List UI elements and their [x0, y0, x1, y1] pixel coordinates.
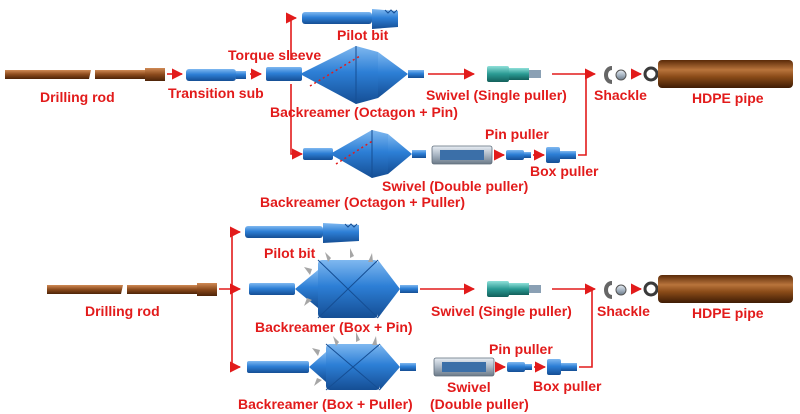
- shackle-top: [604, 66, 627, 84]
- label-pilot-bit-top: Pilot bit: [337, 27, 389, 43]
- backreamer-box-puller: [247, 332, 416, 391]
- label-box-puller-top: Box puller: [530, 163, 599, 179]
- label-drilling-rod-bottom: Drilling rod: [85, 303, 160, 319]
- bottom-section: [47, 223, 793, 391]
- label-swivel-single-top: Swivel (Single puller): [426, 87, 567, 103]
- swivel-single-puller-top: [487, 66, 541, 82]
- transition-sub: [186, 69, 246, 81]
- backreamer-box-pin: [249, 248, 418, 319]
- drilling-rod-top: [5, 68, 165, 81]
- label-swivel-single-bottom: Swivel (Single puller): [431, 303, 572, 319]
- label-pin-puller-bottom: Pin puller: [489, 341, 553, 357]
- swivel-single-puller-bottom: [487, 281, 541, 297]
- arrow: [285, 12, 298, 60]
- shackle-bottom: [604, 281, 627, 299]
- box-puller-bottom: [547, 359, 577, 375]
- arrow: [229, 226, 242, 289]
- pilot-bit-top: [302, 9, 398, 29]
- label-backreamer-octagon-pin: Backreamer (Octagon + Pin): [270, 104, 458, 120]
- label-shackle-bottom: Shackle: [597, 303, 650, 319]
- connector-line: [579, 289, 593, 368]
- label-backreamer-box-puller: Backreamer (Box + Puller): [238, 396, 413, 412]
- label-transition-sub: Transition sub: [168, 85, 264, 101]
- label-swivel-double-top: Swivel (Double puller): [382, 178, 529, 194]
- drilling-rod-bottom: [47, 283, 217, 296]
- box-puller-top: [546, 147, 576, 163]
- label-double-puller-bottom: (Double puller): [430, 396, 529, 412]
- swivel-double-puller-bottom: [433, 357, 495, 377]
- label-swivel-bottom: Swivel: [447, 379, 491, 395]
- label-drilling-rod-top: Drilling rod: [40, 89, 115, 105]
- label-pin-puller-top: Pin puller: [485, 126, 549, 142]
- arrow: [290, 84, 304, 160]
- label-pilot-bit-bottom: Pilot bit: [264, 245, 316, 261]
- pilot-bit-bottom: [245, 223, 359, 243]
- pin-puller-top: [506, 150, 531, 160]
- hdpe-pipe-top: [643, 60, 793, 88]
- arrow: [229, 289, 242, 373]
- swivel-double-puller-top: [431, 145, 493, 165]
- label-box-puller-bottom: Box puller: [533, 378, 602, 394]
- connector-line: [578, 74, 587, 156]
- label-hdpe-pipe-top: HDPE pipe: [692, 90, 764, 106]
- hdpe-pipe-bottom: [643, 275, 793, 303]
- top-section: [5, 9, 793, 178]
- label-shackle-top: Shackle: [594, 87, 647, 103]
- label-torque-sleeve: Torque sleeve: [228, 47, 322, 63]
- label-hdpe-pipe-bottom: HDPE pipe: [692, 305, 764, 321]
- label-backreamer-box-pin: Backreamer (Box + Pin): [255, 319, 413, 335]
- backreamer-octagon-puller: [303, 130, 426, 178]
- backreamer-octagon-pin: [266, 46, 424, 104]
- pin-puller-bottom: [507, 362, 532, 372]
- label-backreamer-octagon-puller: Backreamer (Octagon + Puller): [260, 194, 466, 210]
